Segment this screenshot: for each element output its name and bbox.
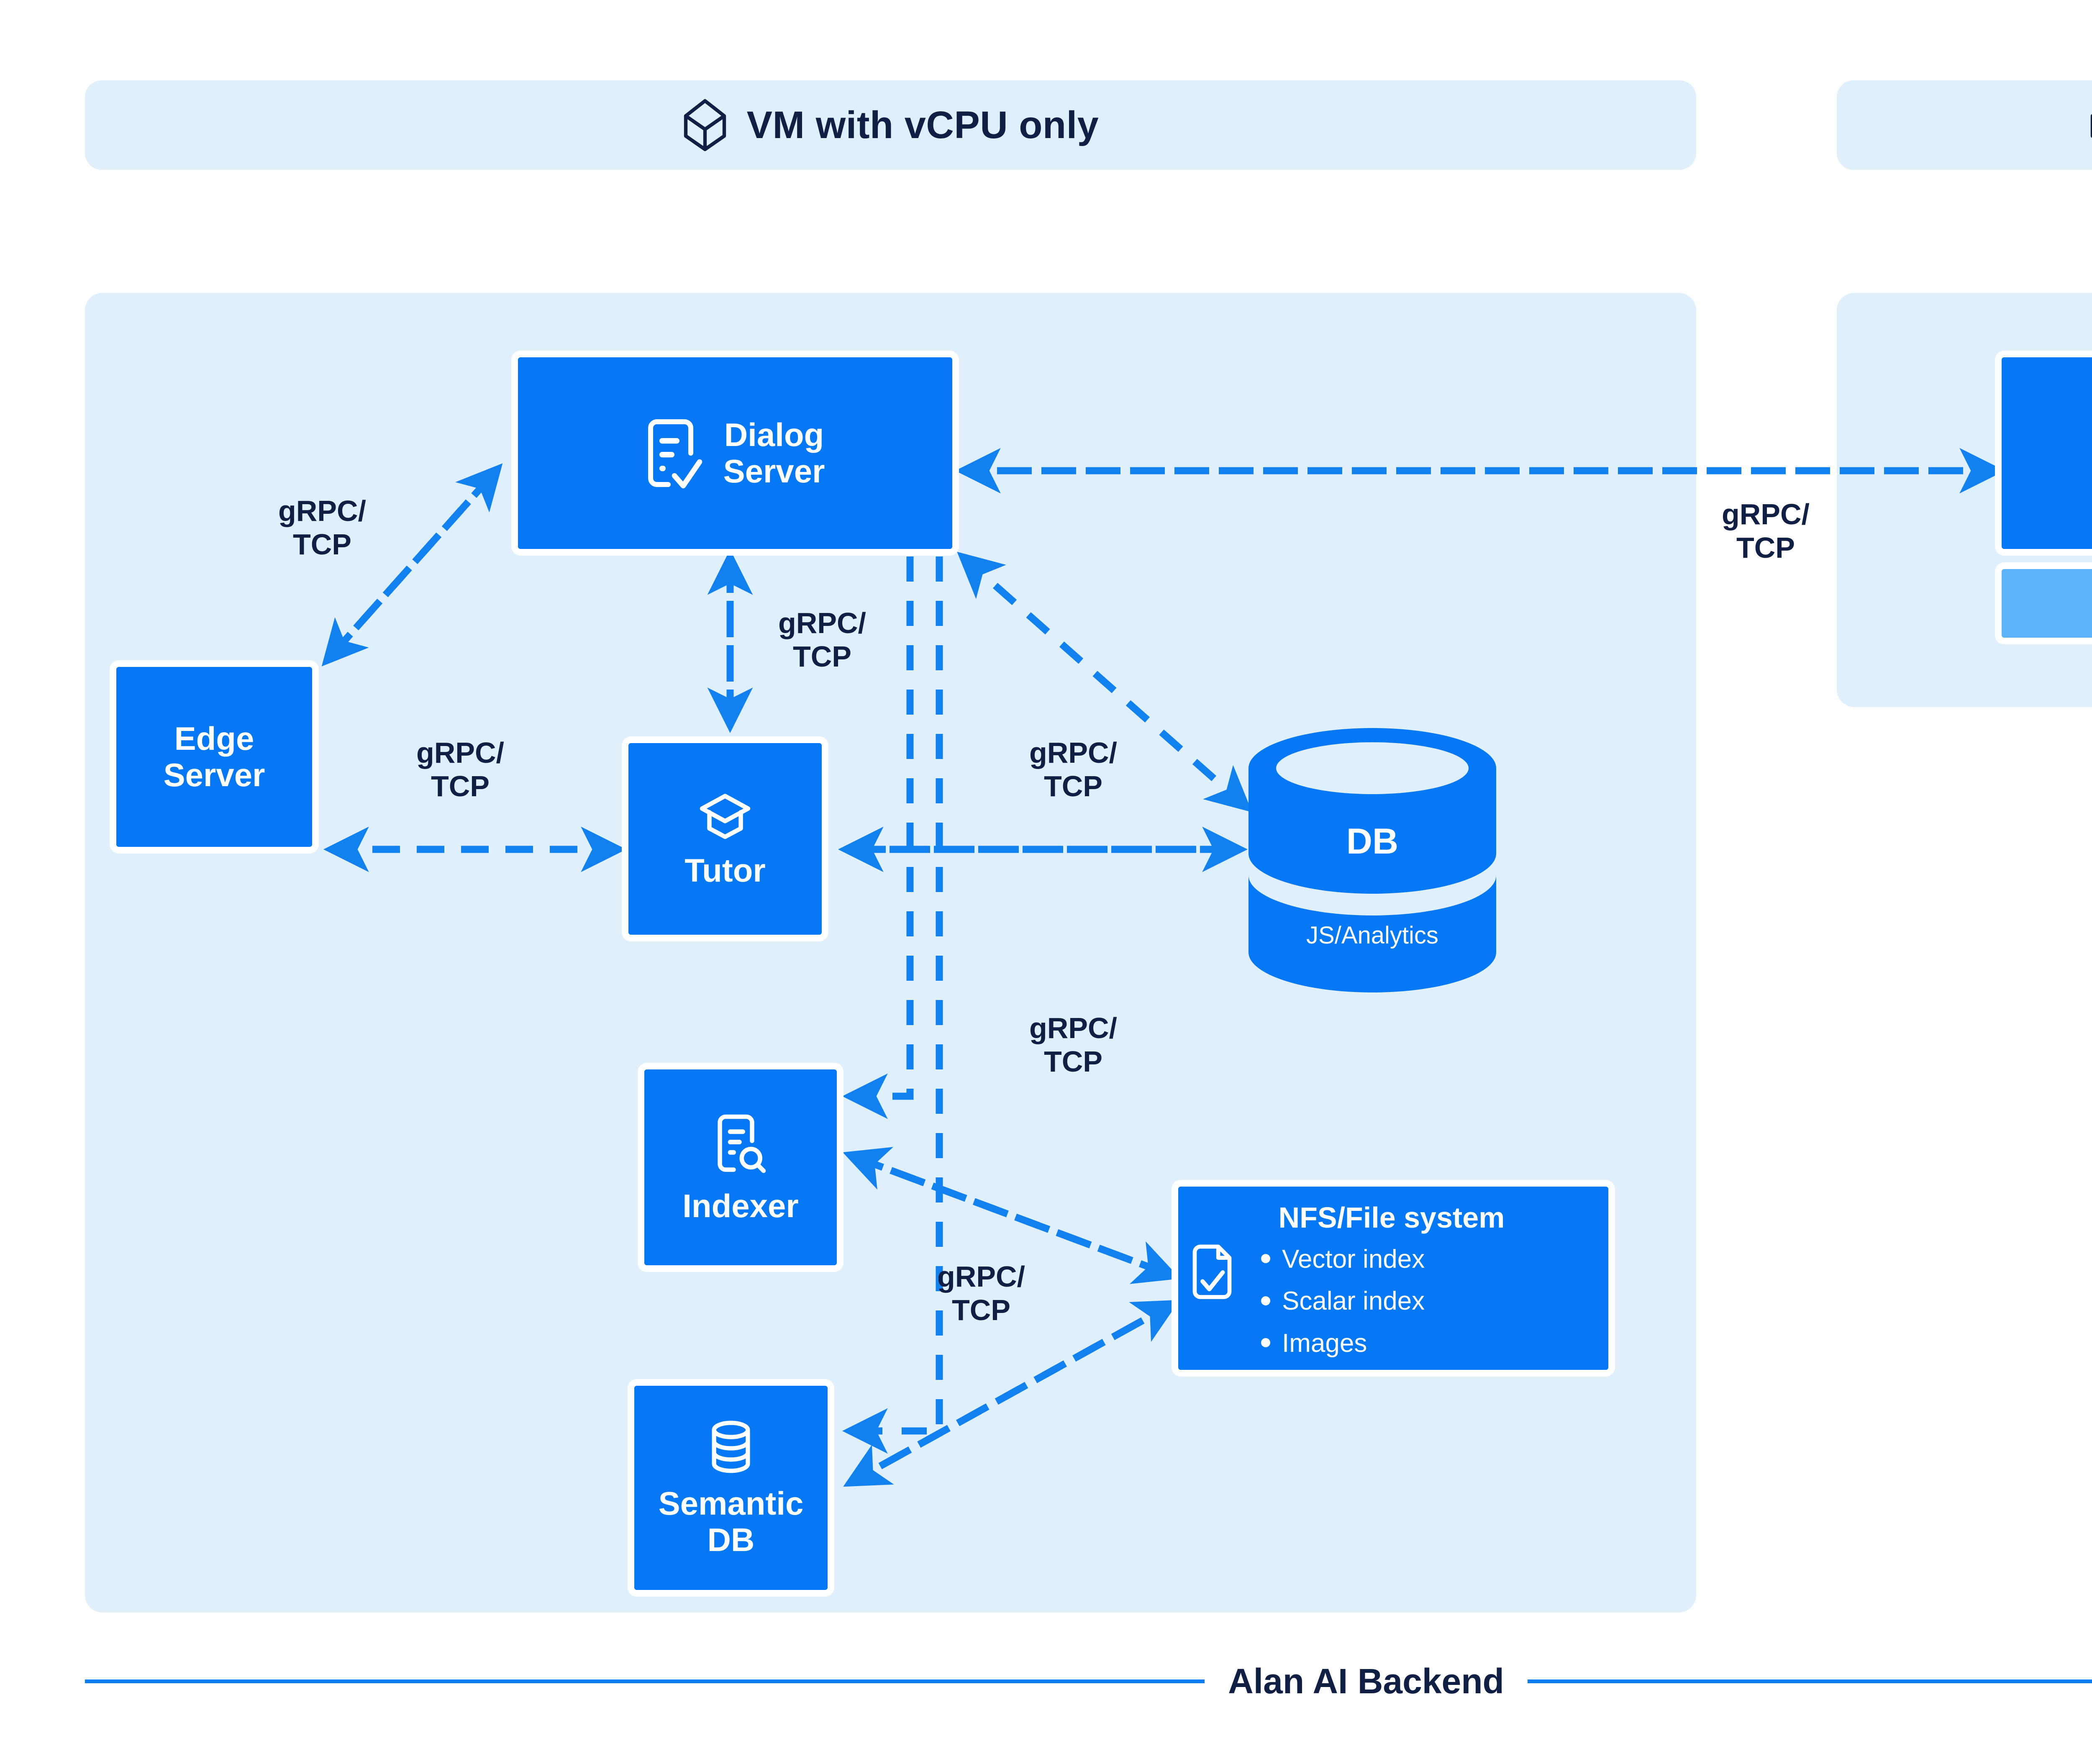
node-indexer-label: Indexer [682,1187,799,1225]
node-indexer[interactable]: Indexer [638,1063,843,1272]
document-search-icon [718,1115,766,1173]
nfs-item: Images [1255,1323,1425,1364]
vm-vcpu-title: VM with vCPU only [746,103,1099,146]
nfs-item: Vector index [1255,1238,1425,1280]
graduation-cap-icon [700,794,751,839]
vm-vcpu-header: VM with vCPU only [85,80,1696,170]
footer-rule-right [1527,1679,2092,1683]
node-gpu-hw[interactable]: GPU HW [1995,562,2092,644]
node-dialog-server[interactable]: Dialog Server [511,351,959,556]
nfs-items-list: Vector index Scalar index Images [1251,1238,1425,1364]
footer-rule-left [85,1679,1205,1683]
node-nfs-title: NFS/File system [1278,1201,1505,1234]
node-dialog-server-label: Dialog Server [723,416,825,490]
file-check-icon [1192,1244,1232,1299]
conn-label-dialog-tutor: gRPC/ TCP [778,607,866,673]
document-check-icon [648,419,702,489]
conn-label-edge-tutor: gRPC/ TCP [416,736,504,803]
arrow-nfs-to-indexer [843,1147,1175,1279]
node-tutor-label: Tutor [685,852,766,889]
conn-label-dialog-model: gRPC/ TCP [1722,498,1810,564]
database-icon [712,1420,750,1473]
node-db[interactable]: DB JS/Analytics [1238,728,1506,1000]
vm-gpu-header: VM with GPU [1837,80,2092,170]
conn-label-db-indexer: gRPC/ TCP [1029,1012,1117,1078]
cylinder-icon [1249,728,1496,992]
node-semantic-db[interactable]: Semantic DB [628,1379,834,1597]
cube-icon [684,99,726,151]
node-tutor[interactable]: Tutor [622,736,828,941]
node-edge-server-label: Edge Server [163,720,265,793]
arrow-dialog-to-indexer [842,556,914,1119]
footer: Alan AI Backend [85,1660,2092,1702]
node-nfs-file-system[interactable]: NFS/File system Vector index Scalar inde… [1172,1180,1615,1377]
node-semantic-db-label: Semantic DB [658,1485,804,1558]
conn-label-edge-dialog: gRPC/ TCP [278,495,366,561]
arrow-nfs-to-semanticdb [843,1300,1176,1487]
node-model-server[interactable]: Model Server [1995,351,2092,556]
arrow-db-to-dialog [957,551,1249,810]
conn-label-nfs-semantic: gRPC/ TCP [937,1260,1025,1326]
arrow-dialog-to-semanticdb [842,556,943,1454]
footer-title: Alan AI Backend [1228,1661,1504,1701]
nfs-item: Scalar index [1255,1280,1425,1322]
node-edge-server[interactable]: Edge Server [110,660,319,854]
conn-label-dialog-db: gRPC/ TCP [1029,736,1117,803]
